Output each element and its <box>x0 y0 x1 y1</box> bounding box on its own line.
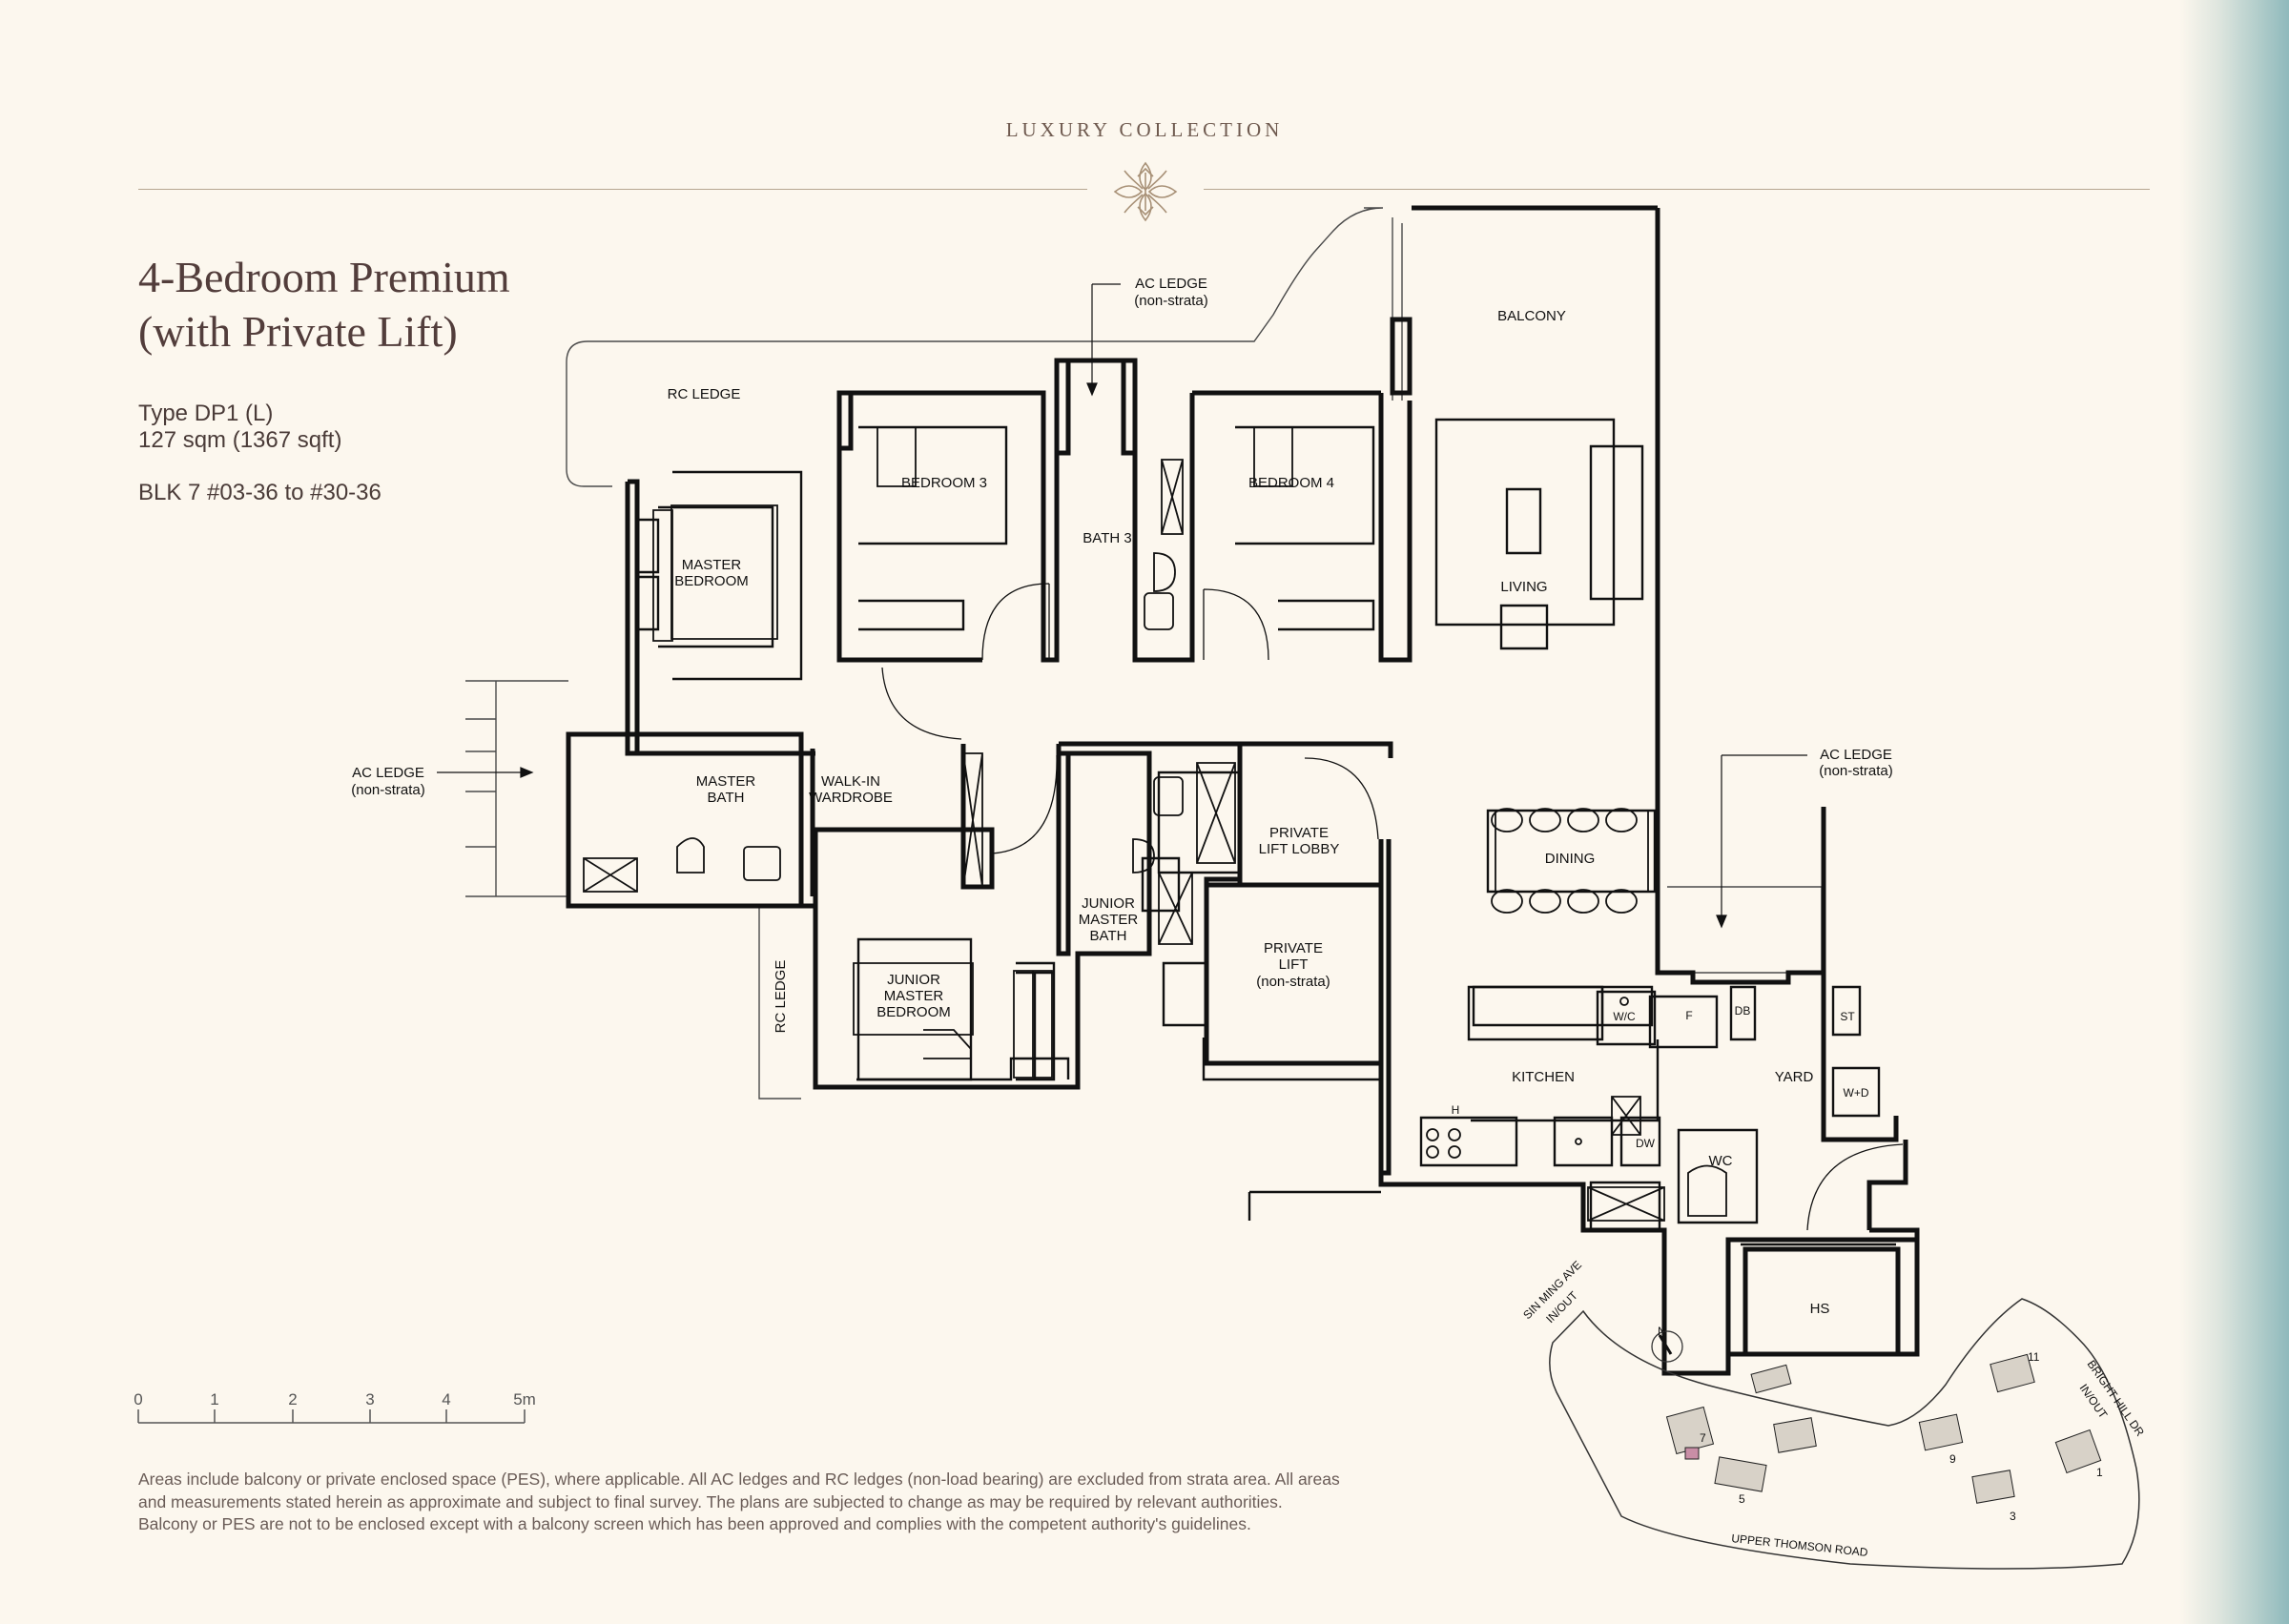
label-yard: YARD <box>1775 1069 1814 1085</box>
scale-tick-5: 5m <box>513 1390 536 1408</box>
label-dw: DW <box>1636 1137 1656 1150</box>
label-ac-ledge-right-2: (non-strata) <box>1819 763 1893 779</box>
label-ac-ledge-top-2: (non-strata) <box>1134 293 1208 309</box>
label-rc-ledge-top: RC LEDGE <box>668 386 741 402</box>
label-balcony: BALCONY <box>1497 308 1566 324</box>
disclaimer-line2: and measurements stated herein as approx… <box>138 1491 1283 1511</box>
label-st: ST <box>1840 1010 1855 1023</box>
label-bedroom3: BEDROOM 3 <box>901 475 987 491</box>
ledges-outline <box>465 207 1823 1100</box>
label-private-lift-3: (non-strata) <box>1256 974 1330 990</box>
label-rc-ledge-left: RC LEDGE <box>773 960 789 1034</box>
leader-arrows <box>437 283 1807 929</box>
unit-title: 4-Bedroom Premium (with Private Lift) <box>138 250 510 359</box>
label-ac-ledge-top-1: AC LEDGE <box>1135 276 1207 292</box>
keyplan-unit-highlight <box>1684 1447 1700 1460</box>
label-master-bath-1: MASTER <box>696 773 756 790</box>
label-master-bath-2: BATH <box>708 790 745 806</box>
label-hob: H <box>1452 1103 1460 1117</box>
label-fridge: F <box>1685 1009 1692 1022</box>
label-private-lift-lobby-1: PRIVATE <box>1269 825 1329 841</box>
label-living: LIVING <box>1500 579 1547 595</box>
label-private-lift-1: PRIVATE <box>1264 940 1323 956</box>
scale-tick-4: 4 <box>442 1390 450 1408</box>
keyplan-block-7: 7 <box>1700 1431 1706 1445</box>
unit-title-line1: 4-Bedroom Premium <box>138 253 510 301</box>
label-wd: W+D <box>1844 1086 1869 1100</box>
interior-walls <box>635 418 1896 1246</box>
collection-heading: LUXURY COLLECTION <box>1005 118 1284 141</box>
label-junior-master-bath-3: BATH <box>1090 928 1127 944</box>
label-master-bedroom-2: BEDROOM <box>674 573 749 589</box>
label-walkin-1: WALK-IN <box>821 773 880 790</box>
exterior-walls <box>566 205 1920 1376</box>
label-junior-master-bedroom-1: JUNIOR <box>887 972 940 988</box>
unit-area: 127 sqm (1367 sqft) <box>138 427 342 453</box>
label-bath3: BATH 3 <box>1083 530 1131 546</box>
scale-tick-2: 2 <box>288 1390 297 1408</box>
label-kitchen: KITCHEN <box>1512 1069 1575 1085</box>
label-junior-master-bath-1: JUNIOR <box>1082 895 1135 912</box>
scale-tick-1: 1 <box>210 1390 218 1408</box>
keyplan-block-1: 1 <box>2096 1466 2103 1479</box>
leaf-emblem-icon <box>1113 161 1178 222</box>
label-wc-fixture: W/C <box>1613 1010 1636 1023</box>
disclaimer: Areas include balcony or private enclose… <box>138 1469 1626 1536</box>
keyplan-road-upper-thomson: UPPER THOMSON ROAD <box>1731 1531 1869 1559</box>
label-ac-ledge-right-1: AC LEDGE <box>1820 747 1892 763</box>
keyplan-block-9: 9 <box>1949 1452 1956 1466</box>
room-labels: BALCONY RC LEDGE AC LEDGE (non-strata) B… <box>351 276 1893 1317</box>
keyplan-block-5: 5 <box>1739 1492 1745 1506</box>
disclaimer-line3: Balcony or PES are not to be enclosed ex… <box>138 1514 1251 1533</box>
scale-tick-3: 3 <box>365 1390 374 1408</box>
label-junior-master-bedroom-3: BEDROOM <box>876 1004 951 1020</box>
keyplan-north: N <box>1658 1325 1666 1338</box>
label-private-lift-2: LIFT <box>1279 956 1309 973</box>
door-swings <box>881 583 1904 1231</box>
label-ac-ledge-left-2: (non-strata) <box>351 782 425 798</box>
label-wc: WC <box>1709 1153 1733 1169</box>
label-hs: HS <box>1810 1301 1830 1317</box>
label-bedroom4: BEDROOM 4 <box>1248 475 1334 491</box>
unit-type: Type DP1 (L) <box>138 401 274 426</box>
label-private-lift-lobby-2: LIFT LOBBY <box>1259 841 1340 857</box>
scale-tick-0: 0 <box>134 1390 142 1408</box>
keyplan-block-3: 3 <box>2010 1510 2016 1523</box>
unit-title-line2: (with Private Lift) <box>138 307 458 356</box>
fixtures <box>583 427 1727 1222</box>
label-junior-master-bedroom-2: MASTER <box>884 988 944 1004</box>
header-rule-left <box>138 189 1087 190</box>
label-ac-ledge-left-1: AC LEDGE <box>352 765 424 781</box>
keyplan-block-11: 11 <box>2028 1350 2040 1364</box>
label-master-bedroom-1: MASTER <box>682 557 742 573</box>
edge-gradient-strip <box>2179 0 2289 1624</box>
label-walkin-2: WARDROBE <box>809 790 893 806</box>
scale-bar: 0 1 2 3 4 5m <box>134 1390 536 1424</box>
unit-block: BLK 7 #03-36 to #30-36 <box>138 480 382 505</box>
label-junior-master-bath-2: MASTER <box>1079 912 1139 928</box>
label-dining: DINING <box>1545 851 1596 867</box>
disclaimer-line1: Areas include balcony or private enclose… <box>138 1470 1340 1489</box>
label-db: DB <box>1735 1004 1751 1018</box>
header-rule-right <box>1204 189 2150 190</box>
